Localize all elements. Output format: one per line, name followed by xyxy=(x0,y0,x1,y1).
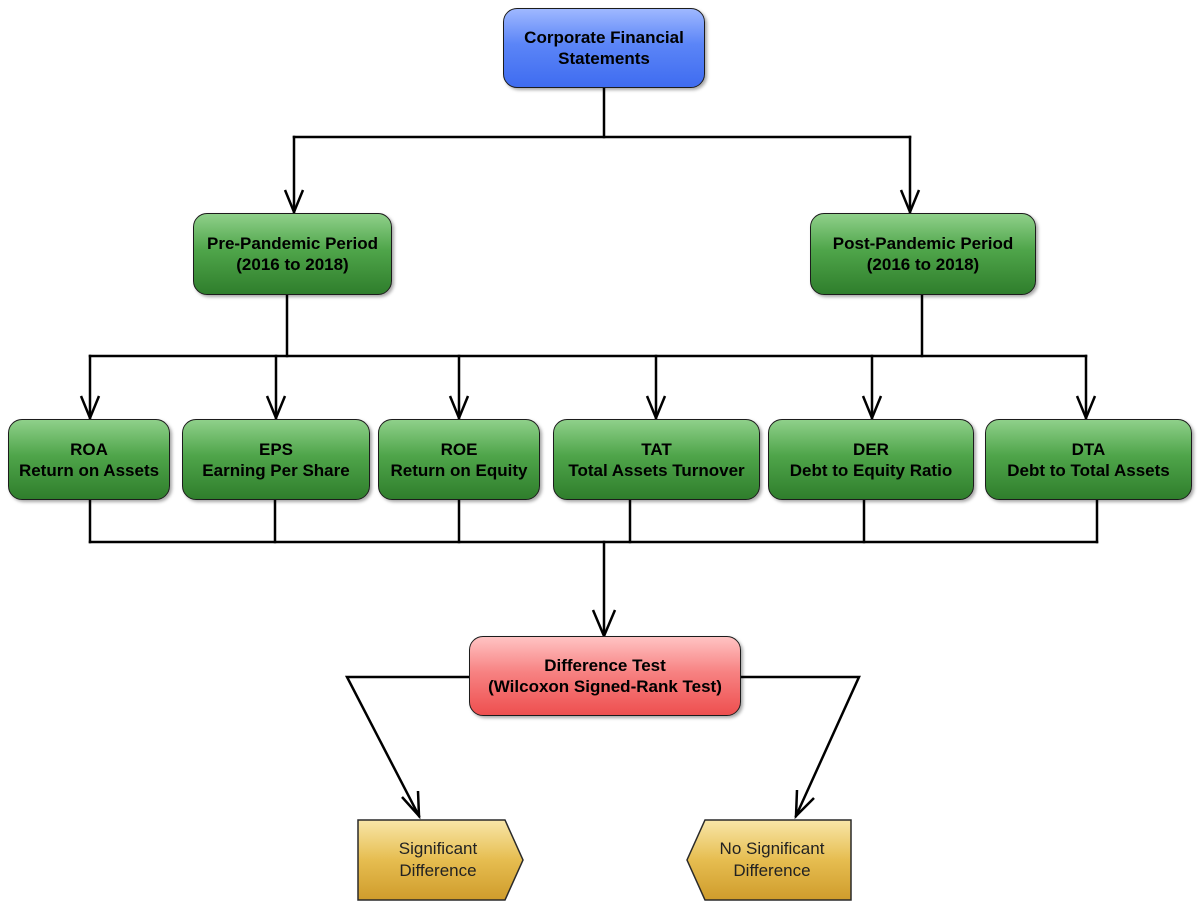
ratio-node-eps: EPS Earning Per Share xyxy=(182,419,370,500)
arrowhead-roe xyxy=(448,395,470,422)
root-line-1: Corporate Financial xyxy=(524,28,684,47)
post-period-title: Post-Pandemic Period xyxy=(832,234,1014,253)
ratio-abbr: DER xyxy=(853,439,889,459)
ratio-abbr: DTA xyxy=(1071,439,1106,459)
outcome-line-2: Difference xyxy=(733,861,811,880)
arrowhead-eps xyxy=(265,395,287,422)
arrowhead-tat xyxy=(645,395,667,422)
ratio-name: Return on Equity xyxy=(390,460,528,480)
test-method: (Wilcoxon Signed-Rank Test) xyxy=(488,677,722,696)
ratio-node-tat: TAT Total Assets Turnover xyxy=(553,419,760,500)
ratio-name: Debt to Total Assets xyxy=(1007,460,1170,480)
arrowhead-post-period xyxy=(899,189,921,216)
significant-difference-outcome: Significant Difference xyxy=(358,820,518,900)
root-line-2: Statements xyxy=(558,49,650,68)
ratio-abbr: EPS xyxy=(258,439,294,459)
ratio-name: Debt to Equity Ratio xyxy=(789,460,953,480)
arrowhead-dta xyxy=(1075,395,1097,422)
ratio-node-dta: DTA Debt to Total Assets xyxy=(985,419,1192,500)
no-significant-difference-outcome: No Significant Difference xyxy=(692,820,852,900)
ratio-name: Total Assets Turnover xyxy=(568,460,745,480)
arrowhead-significant xyxy=(401,790,421,820)
outcome-line-1: No Significant xyxy=(719,839,825,858)
root-node-financial-statements: Corporate Financial Statements xyxy=(503,8,705,88)
arrowhead-pre-period xyxy=(283,189,305,216)
outcome-line-2: Difference xyxy=(399,861,477,880)
arrowhead-der xyxy=(861,395,883,422)
ratio-node-roe: ROE Return on Equity xyxy=(378,419,540,500)
pre-period-title: Pre-Pandemic Period xyxy=(206,234,378,253)
pre-pandemic-period-node: Pre-Pandemic Period (2016 to 2018) xyxy=(193,213,392,295)
significant-outcome-shape xyxy=(357,819,524,901)
ratio-node-der: DER Debt to Equity Ratio xyxy=(768,419,974,500)
arrowhead-roa xyxy=(79,395,101,422)
pre-period-years: (2016 to 2018) xyxy=(236,255,349,274)
arrowhead-no-significant xyxy=(794,789,815,820)
post-pandemic-period-node: Post-Pandemic Period (2016 to 2018) xyxy=(810,213,1036,295)
connector-test-to-no-significant xyxy=(739,675,861,818)
connector-test-to-significant xyxy=(344,675,471,818)
ratio-abbr: ROA xyxy=(70,439,108,459)
ratio-node-roa: ROA Return on Assets xyxy=(8,419,170,500)
ratio-name: Earning Per Share xyxy=(202,460,350,480)
ratio-abbr: ROE xyxy=(440,439,478,459)
ratio-name: Return on Assets xyxy=(18,460,160,480)
post-period-years: (2016 to 2018) xyxy=(866,255,980,274)
difference-test-node: Difference Test (Wilcoxon Signed-Rank Te… xyxy=(469,636,741,716)
ratio-abbr: TAT xyxy=(641,439,672,459)
test-title: Difference Test xyxy=(544,656,666,675)
no-significant-outcome-shape xyxy=(686,819,852,901)
outcome-line-1: Significant xyxy=(398,839,478,858)
